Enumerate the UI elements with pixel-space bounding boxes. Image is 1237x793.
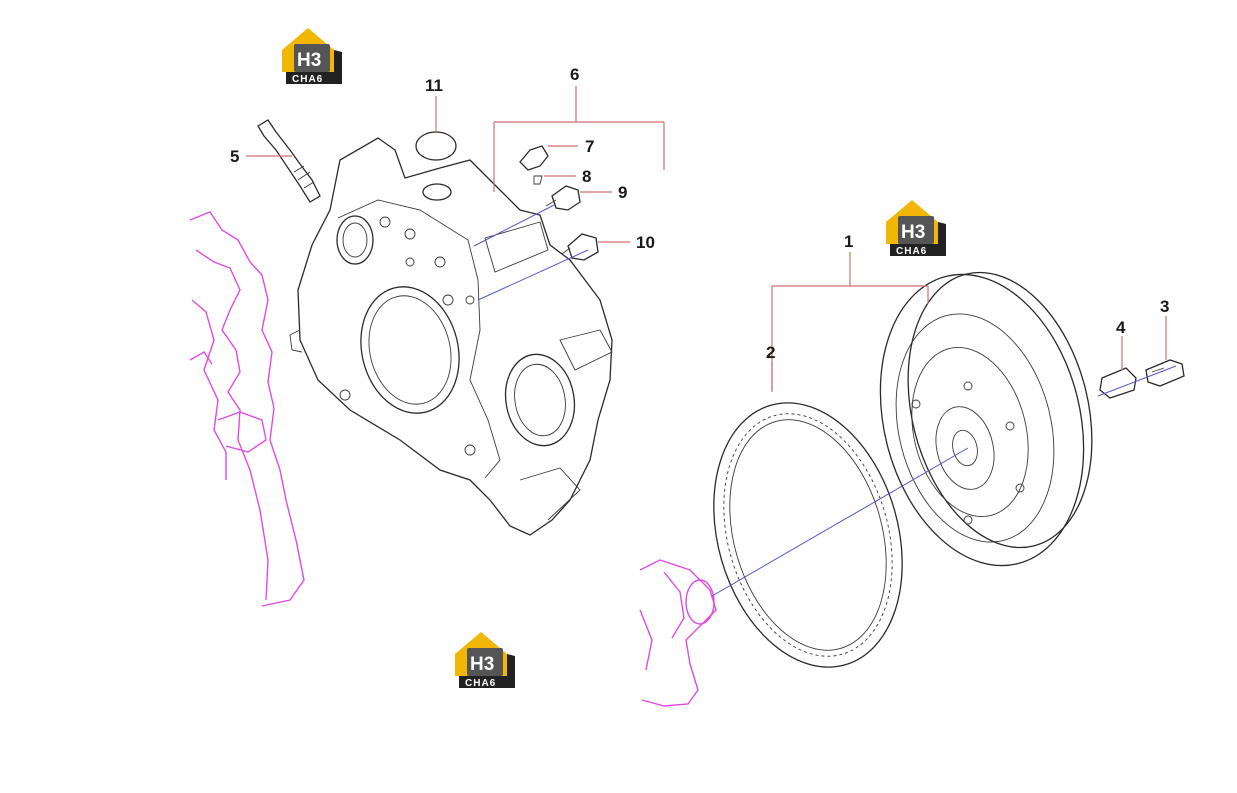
logo-right: H3 CHA6 xyxy=(886,200,946,257)
callout-7: 7 xyxy=(585,137,594,156)
ghost-crankshaft xyxy=(639,559,717,707)
callout-5: 5 xyxy=(230,147,239,166)
callouts: 1 2 3 4 5 6 7 8 9 10 11 xyxy=(230,65,1169,362)
ring-gear xyxy=(713,402,903,668)
flywheel-bolt xyxy=(1145,359,1185,387)
ghost-engine-block xyxy=(189,211,305,607)
callout-10: 10 xyxy=(636,233,655,252)
bolt-9 xyxy=(545,185,581,211)
callout-9: 9 xyxy=(618,183,627,202)
clip-and-bolt xyxy=(519,145,549,185)
logo-mark: H3 xyxy=(470,654,494,675)
logo-caption: CHA6 xyxy=(896,246,927,257)
callout-2: 2 xyxy=(766,343,775,362)
callout-6: 6 xyxy=(570,65,579,84)
callout-1: 1 xyxy=(844,232,853,251)
flywheel-housing xyxy=(289,137,613,536)
callout-8: 8 xyxy=(582,167,591,186)
flywheel xyxy=(879,271,1093,567)
logo-caption: CHA6 xyxy=(465,678,496,689)
bolt-10 xyxy=(561,233,599,261)
leader-lines xyxy=(246,86,1167,392)
callout-11: 11 xyxy=(425,76,443,95)
callout-4: 4 xyxy=(1116,318,1126,337)
lock-plate xyxy=(1099,367,1137,399)
speed-sensor xyxy=(257,119,321,203)
plug-cap xyxy=(415,131,457,161)
logo-mark: H3 xyxy=(297,50,321,71)
assembly-axes xyxy=(473,203,1177,597)
callout-3: 3 xyxy=(1160,297,1169,316)
logo-top-left: H3 CHA6 xyxy=(282,28,342,85)
logo-bottom: H3 CHA6 xyxy=(455,632,515,689)
logo-mark: H3 xyxy=(901,222,925,243)
logo-caption: CHA6 xyxy=(292,74,323,85)
